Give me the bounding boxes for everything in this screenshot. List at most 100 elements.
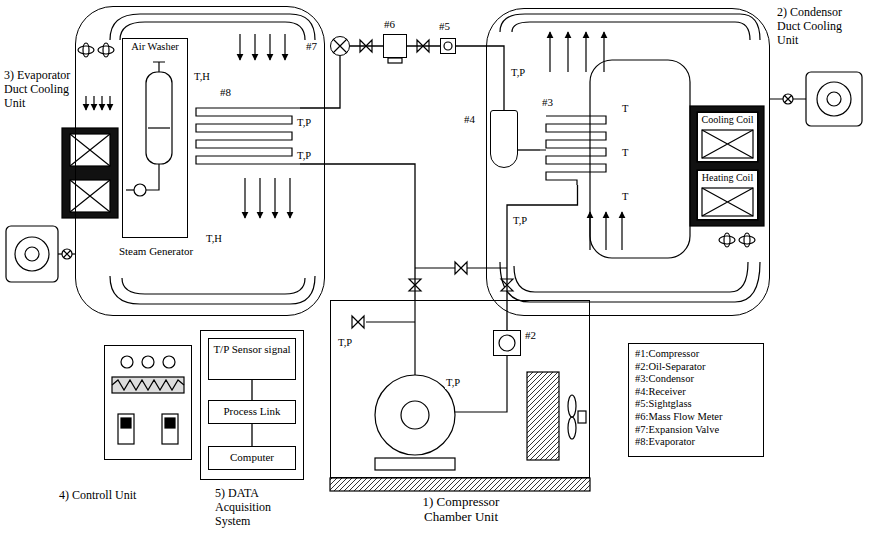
control-panel-parts	[112, 377, 184, 393]
text-holder: 1) Compressor Chamber Unit	[406, 495, 516, 525]
compressor-chamber-parts	[499, 335, 515, 351]
duct-coil	[70, 134, 110, 166]
text-holder: Air Washer	[125, 41, 185, 53]
text-holder: #3	[542, 96, 566, 109]
duct-coil	[70, 134, 110, 166]
air-washer-tank	[153, 62, 165, 72]
air-flow-arrow	[585, 32, 586, 72]
text-holder: 5) DATA Acquisition System	[215, 487, 299, 528]
text-holder: #2:Oil-Separator	[635, 361, 757, 374]
air-washer-tank	[126, 62, 172, 196]
control-panel-parts	[118, 414, 134, 444]
text-holder: #6	[384, 18, 410, 31]
valve-symbol	[455, 262, 467, 274]
duct-coil	[702, 188, 753, 216]
text-holder: 3) Evaporator Duct Cooling Unit	[4, 69, 74, 110]
blower-unit	[6, 72, 862, 282]
blower-unit	[64, 251, 71, 258]
evaporator-coil: #8	[192, 86, 300, 168]
blower-unit	[15, 237, 49, 271]
condenser-coil-tube	[540, 116, 606, 185]
refrigerant-pipe	[251, 380, 252, 400]
air-washer-tank	[146, 164, 159, 190]
node-text: 1) Compressor Chamber Unit	[406, 495, 516, 525]
node-text: Heating Coil	[700, 172, 755, 184]
fan-symbol	[98, 46, 114, 54]
sensor-tag: T	[621, 191, 629, 203]
compressor-chamber-parts	[578, 411, 586, 423]
control-panel-parts	[112, 356, 184, 444]
illustration	[6, 14, 862, 491]
key-entry: #8:Evaporator	[635, 436, 757, 449]
key-entry: #7:Expansion Valve	[635, 424, 757, 437]
air-flow-arrow	[284, 34, 285, 60]
compressor-chamber-parts	[375, 458, 455, 470]
air-flow-arrow	[605, 212, 606, 250]
sensor-tag: T	[621, 103, 629, 115]
mass-flow-meter: #6	[383, 34, 407, 58]
fan-symbol	[724, 233, 730, 247]
air-flow-arrow	[239, 34, 240, 60]
compressor-chamber-parts	[527, 372, 559, 460]
coil-box: Cooling Coil	[697, 112, 758, 162]
air-circulation-arc	[122, 278, 305, 294]
text-holder: 4) Controll Unit	[59, 489, 199, 503]
control-panel-parts	[121, 418, 131, 428]
air-flow-arrow	[269, 34, 270, 60]
valve-symbol	[333, 39, 347, 53]
refrigerant-pipe	[350, 45, 383, 46]
control-panel-parts	[142, 356, 154, 368]
refrigerant-pipe	[407, 45, 440, 46]
text-holder: #4:Receiver	[635, 386, 757, 399]
air-flow-arrow	[259, 178, 260, 218]
blower-unit	[25, 247, 39, 261]
air-circulation-arc	[500, 262, 760, 302]
key-entry: #1:Compressor	[635, 348, 757, 361]
control-panel-parts	[112, 380, 184, 390]
duct-coil	[702, 188, 753, 216]
daq-block: T/P Sensor signal	[208, 338, 296, 380]
refrigerant-pipe	[300, 164, 415, 300]
evaporator-coil-tube	[196, 108, 300, 164]
text-holder: #2	[525, 329, 547, 342]
duct-coil	[70, 180, 110, 212]
parts-key: #1:Compressor#2:Oil-Separator#3:Condenso…	[628, 343, 764, 457]
sensor-tag: T,P	[296, 117, 312, 129]
node-text: 2) Condensor Duct Cooling Unit	[777, 6, 863, 47]
fan-symbol	[719, 236, 735, 244]
sensor-tag: T,P	[512, 215, 528, 227]
receiver: #4	[490, 110, 518, 168]
air-flow-arrow	[549, 32, 550, 72]
text-holder: T,H	[193, 66, 211, 84]
valve-symbol	[444, 42, 452, 50]
text-holder: #6:Mass Flow Meter	[635, 411, 757, 424]
duct-coil	[697, 170, 758, 220]
text-holder: T,H	[205, 228, 223, 246]
refrigerant-pipe	[518, 149, 540, 150]
refrigerant-pipe	[456, 46, 504, 110]
node-text: Process Link	[212, 405, 292, 418]
air-flow-arrow	[93, 96, 94, 110]
air-washer-box: Air WasherSteam Generator	[122, 38, 188, 238]
daq-block: Computer	[208, 446, 296, 470]
control-panel-parts	[121, 356, 133, 368]
air-flow-arrow	[254, 34, 255, 60]
text-holder: 2) Condensor Duct Cooling Unit	[777, 6, 863, 47]
daq-block: Process Link	[208, 400, 296, 424]
text-holder: #3:Condensor	[635, 373, 757, 386]
text-holder: T	[621, 98, 629, 116]
air-washer-tank	[126, 189, 134, 190]
key-entry: #4:Receiver	[635, 386, 757, 399]
coil-box: Heating Coil	[697, 170, 758, 220]
node-text: #6	[384, 18, 410, 31]
text-holder: #5:Sightglass	[635, 398, 757, 411]
compressor-chamber-parts	[401, 401, 429, 429]
air-circulation-arc	[514, 262, 748, 292]
text-holder: Cooling Coil	[700, 114, 755, 126]
node-text: #7	[306, 40, 328, 53]
refrigerant-pipe	[507, 185, 578, 330]
